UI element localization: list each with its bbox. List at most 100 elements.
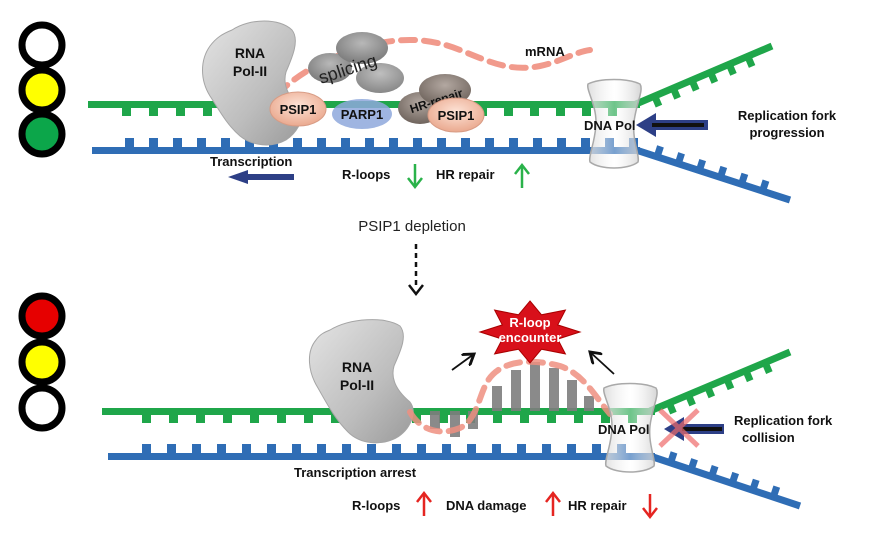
base-tooth [439,414,448,423]
base-tooth [667,451,678,464]
rloops-top-label: R-loops [342,167,390,182]
base-tooth [761,361,773,375]
dna-pol-top-shape [587,78,642,169]
template-strand-bottom [102,348,792,423]
rloop-hybrid-bars [430,362,594,437]
coding-strand-bottom [108,444,802,510]
light-off-icon [18,384,66,432]
rna-pol-bottom-label-1: RNA [342,359,372,375]
depletion-arrowhead-icon [408,284,424,297]
rloop-arrow-left [451,354,474,371]
psip1-right-shape [427,97,485,133]
base-tooth [542,444,551,453]
base-tooth [670,86,681,100]
base-tooth [221,138,230,147]
base-tooth [169,414,178,423]
transcription-direction-arrow [228,170,294,184]
base-tooth [704,385,716,399]
rloop-bar [450,411,460,437]
base-tooth [223,414,232,423]
dna-damage-label: DNA damage [446,498,526,513]
base-tooth [557,138,566,147]
light-off-icon [18,21,66,69]
base-tooth [142,444,151,453]
base-tooth [461,138,470,147]
rloops-down-arrow-icon [407,164,423,190]
fork-label-bottom-1: Replication fork [734,413,833,428]
base-tooth [485,138,494,147]
rloop-star-label-1: R-loop [509,315,550,330]
rloop-bar [430,411,440,429]
base-tooth [365,138,374,147]
base-tooth [142,414,151,423]
rloops-bottom-label: R-loops [352,498,400,513]
base-tooth [665,401,677,415]
strand-backbone [108,453,655,460]
dna-damage-up-arrow-icon [545,490,561,516]
base-tooth [392,444,401,453]
base-tooth [707,70,719,84]
mrna-label: mRNA [525,44,565,59]
splicing-blob-1 [308,53,352,83]
base-tooth [192,444,201,453]
bottom-panel: RNA Pol-II R-loop encounter DNA Pol Repl… [18,292,833,520]
base-tooth [769,485,781,499]
rloop-arrow-right [590,352,615,375]
base-tooth [520,414,529,423]
base-tooth [517,444,526,453]
base-tooth [504,107,513,116]
base-tooth [574,414,583,423]
fork-progression-arrow [636,113,708,137]
base-tooth [217,444,226,453]
fork-label-top-1: Replication fork [738,108,837,123]
base-tooth [317,444,326,453]
light-red-icon [18,292,66,340]
base-tooth [601,414,610,423]
rna-pol-label-1: RNA [235,45,265,61]
splicing-blob-3 [356,63,404,93]
transcription-label: Transcription [210,154,292,169]
base-tooth [708,465,719,478]
strand-backbone [92,147,640,154]
rloop-bar [584,396,594,411]
base-tooth [723,377,735,391]
transition: PSIP1 depletion [358,218,466,297]
rloop-bar [511,370,521,411]
base-tooth [688,78,700,92]
rna-pol-ii-bottom-shape [309,319,414,444]
rna-pol-bottom-label-2: Pol-II [340,377,374,393]
base-tooth [749,478,760,492]
base-tooth [530,107,539,116]
base-tooth [250,414,259,423]
base-tooth [197,138,206,147]
psip1-depletion-label: PSIP1 depletion [358,218,466,235]
rloops-up-arrow-icon [416,490,432,516]
rloop-bar [567,380,577,411]
light-green-icon [18,110,66,158]
base-tooth [413,138,422,147]
traffic-light-top [18,21,66,158]
base-tooth [389,138,398,147]
base-tooth [685,393,696,407]
hr-repair-bottom-label: HR repair [568,498,627,513]
base-tooth [122,107,131,116]
light-yellow-icon [18,66,66,114]
base-tooth [417,444,426,453]
splicing-blob-2 [336,32,388,64]
base-tooth [492,444,501,453]
base-tooth [277,414,286,423]
base-tooth [717,165,728,179]
rna-pol-label-2: Pol-II [233,63,267,79]
base-tooth [742,369,754,383]
base-tooth [759,179,770,193]
rloop-mrna-strand [407,358,613,435]
base-tooth [149,107,158,116]
traffic-light-bottom [18,292,66,432]
base-tooth [442,444,451,453]
base-tooth [342,444,351,453]
base-tooth [245,138,254,147]
base-tooth [292,444,301,453]
rloop-encounter-star [478,300,582,364]
base-tooth [581,138,590,147]
base-tooth [687,458,698,471]
